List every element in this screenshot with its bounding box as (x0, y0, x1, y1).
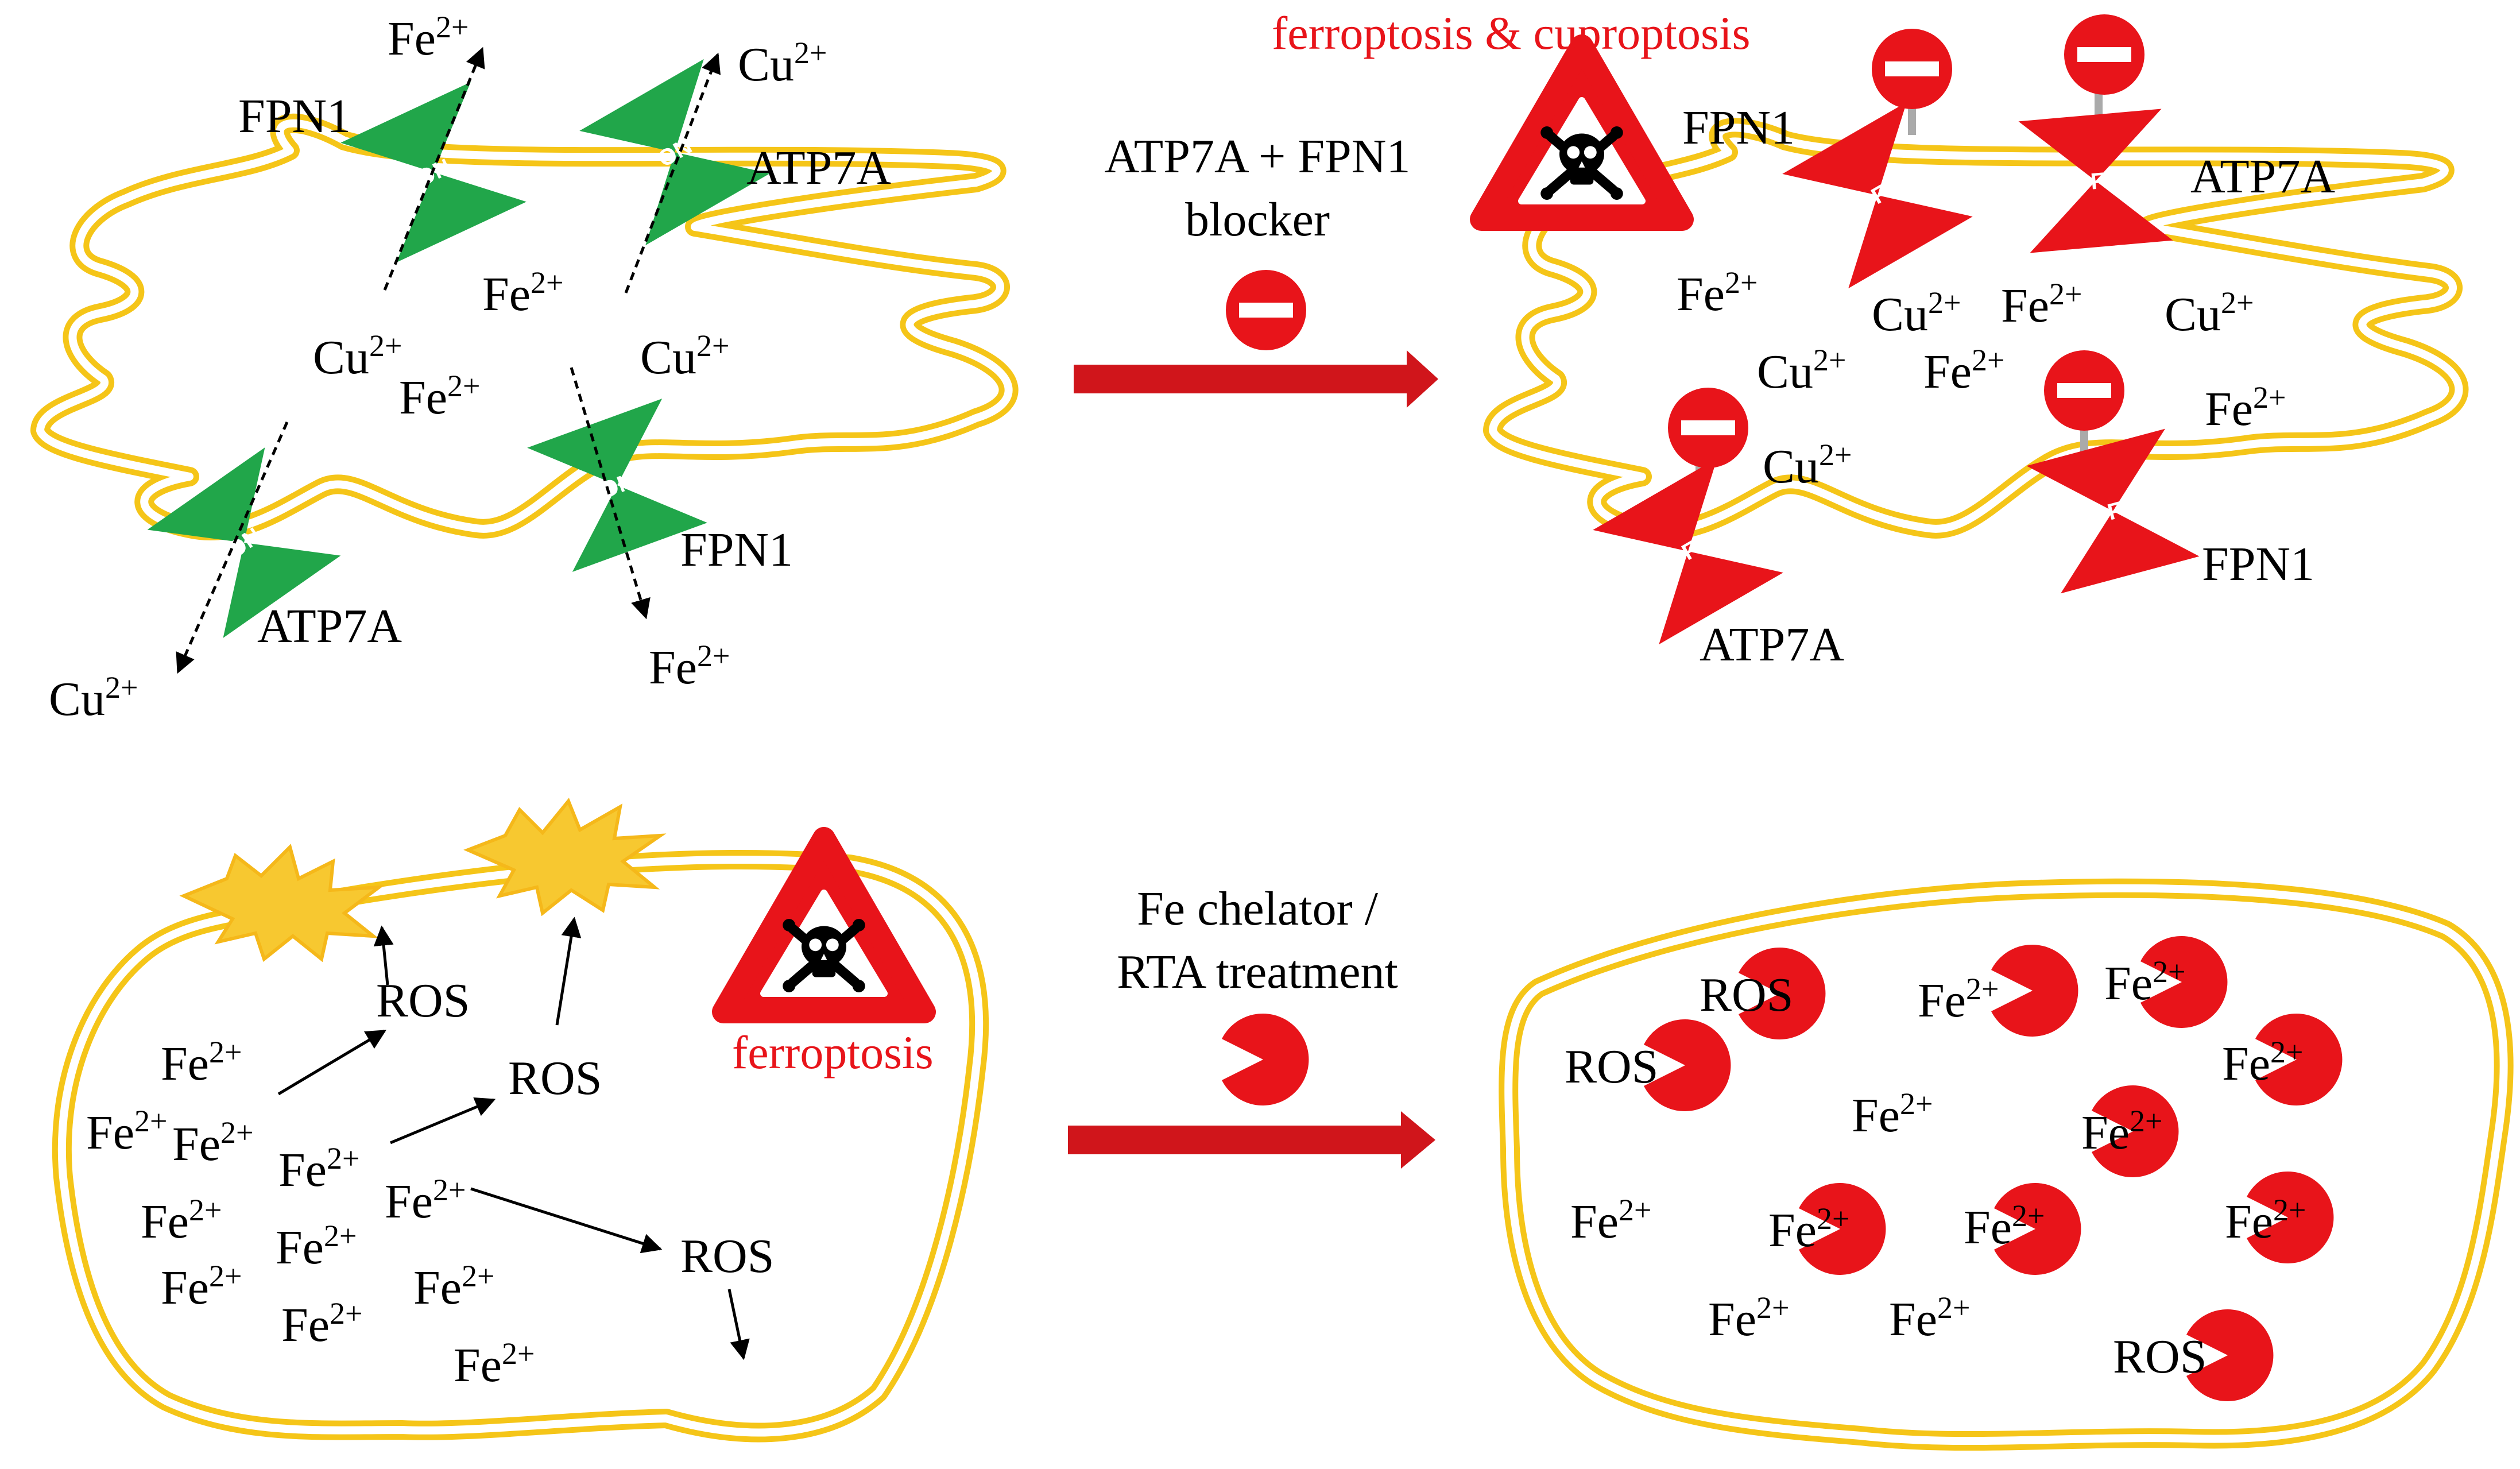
ros-d-1: ROS (1700, 968, 1793, 1022)
svg-text:Fe2+: Fe2+ (278, 1141, 359, 1197)
step-bottom: Fe chelator / RTA treatment (1068, 882, 1435, 1169)
pump-atp7a-blocked-bottom: OFF (1593, 388, 1783, 645)
lipid-peroxidation-burst-2 (463, 798, 667, 917)
label-fpn1-blocked-top: FPN1 (1682, 101, 1795, 154)
cell-membrane-a (30, 113, 1019, 540)
ion-cu-b-3: Cu2+ (1757, 343, 1847, 399)
svg-text:Fe2+: Fe2+ (161, 1259, 242, 1315)
svg-text:Fe2+: Fe2+ (1852, 1087, 1933, 1142)
label-atp7a-blocked-top: ATP7A (2190, 150, 2335, 203)
iron-pool-c: Fe2+ Fe2+ Fe2+ Fe2+ Fe2+ Fe2+ Fe2+ Fe2+ … (86, 1035, 535, 1392)
process-arrow-top (1074, 350, 1438, 408)
ion-cu-b-1: Cu2+ (1872, 285, 1961, 341)
cell-membrane-c (52, 850, 989, 1443)
iron-pool-d: Fe2+ Fe2+ Fe2+ Fe2+ Fe2+ Fe2+ Fe2+ Fe2+ … (1570, 954, 2306, 1346)
label-fpn1-blocked-bottom: FPN1 (2202, 538, 2314, 591)
svg-text:Fe2+: Fe2+ (1768, 1201, 1849, 1257)
ion-fe-b-4: Fe2+ (2205, 380, 2286, 436)
ion-fe-in-2: Fe2+ (399, 369, 480, 424)
step-bottom-line2: RTA treatment (1117, 945, 1398, 999)
panel-d: ROS ROS ROS Fe2+ Fe2+ Fe2+ Fe2+ Fe2+ Fe2… (1499, 878, 2514, 1451)
no-entry-icon (1226, 270, 1306, 350)
step-top: ATP7A + FPN1 blocker (1074, 130, 1438, 408)
process-arrow-bottom (1068, 1111, 1435, 1169)
panel-a: ON ON ON ON FPN1 ATP7A ATP7A FPN1 Fe2+ C… (30, 10, 1019, 726)
label-atp7a-top: ATP7A (746, 141, 891, 195)
label-ferroptosis: ferroptosis (732, 1026, 934, 1078)
panel-b-title: ferroptosis & cuproptosis (1272, 7, 1751, 59)
ros-d-3: ROS (2113, 1330, 2207, 1383)
ion-cu-out-top: Cu2+ (738, 36, 827, 91)
step-top-line2: blocker (1185, 193, 1330, 246)
transport-arrows-a (176, 47, 721, 674)
pump-atp7a-blocked-top: OFF (2018, 14, 2173, 253)
svg-text:Fe2+: Fe2+ (1570, 1193, 1651, 1248)
step-bottom-line1: Fe chelator / (1137, 882, 1378, 935)
ros-c-3: ROS (680, 1230, 774, 1283)
svg-text:Fe2+: Fe2+ (276, 1219, 357, 1274)
ion-fe-out-bottom: Fe2+ (649, 639, 730, 694)
svg-text:Fe2+: Fe2+ (172, 1115, 253, 1171)
svg-text:Fe2+: Fe2+ (2222, 1035, 2303, 1091)
svg-text:Fe2+: Fe2+ (1708, 1290, 1789, 1346)
svg-text:Fe2+: Fe2+ (86, 1104, 167, 1159)
svg-text:Fe2+: Fe2+ (281, 1296, 362, 1352)
panel-c: ferroptosis ROS ROS ROS Fe2+ Fe2+ Fe2+ F… (52, 798, 989, 1443)
ion-fe-b-3: Fe2+ (1923, 343, 2004, 399)
skull-warning-icon (1481, 46, 1682, 219)
lipid-peroxidation-burst-1 (179, 844, 385, 962)
svg-text:Fe2+: Fe2+ (413, 1259, 494, 1315)
ros-c-2: ROS (508, 1052, 602, 1105)
ion-cu-out-bottom: Cu2+ (49, 670, 138, 726)
ion-fe-out-top: Fe2+ (388, 10, 469, 65)
cell-membrane-b (1483, 118, 2469, 540)
svg-text:Fe2+: Fe2+ (454, 1336, 535, 1392)
svg-text:Fe2+: Fe2+ (161, 1035, 242, 1091)
label-atp7a-bottom: ATP7A (257, 600, 402, 653)
ros-arrows (277, 917, 750, 1360)
ion-fe-in-1: Fe2+ (482, 265, 563, 321)
ion-cu-in-2: Cu2+ (640, 328, 730, 384)
svg-text:Fe2+: Fe2+ (2081, 1104, 2162, 1159)
ion-fe-b-1: Fe2+ (1677, 265, 1758, 321)
ros-d-2: ROS (1565, 1040, 1658, 1093)
pacman-chelator-icon (1222, 1014, 1309, 1105)
label-atp7a-blocked-bottom: ATP7A (1700, 618, 1844, 671)
svg-text:Fe2+: Fe2+ (141, 1193, 222, 1248)
svg-text:OFF: OFF (2072, 167, 2120, 196)
ros-c-1: ROS (376, 974, 470, 1027)
ion-cu-b-2: Cu2+ (2165, 285, 2254, 341)
svg-text:Fe2+: Fe2+ (1964, 1199, 2045, 1254)
label-fpn1-top: FPN1 (238, 90, 351, 143)
svg-text:Fe2+: Fe2+ (2225, 1193, 2306, 1248)
panel-b: OFF OFF OFF OFF ferroptosis & cuproptosi… (1272, 7, 2469, 671)
ion-cu-in-1: Cu2+ (313, 328, 402, 384)
pump-fpn1-blocked-top: OFF (1782, 29, 1973, 289)
step-top-line1: ATP7A + FPN1 (1105, 130, 1411, 183)
svg-text:Fe2+: Fe2+ (1918, 972, 1999, 1027)
ion-fe-b-2: Fe2+ (2001, 277, 2082, 333)
label-fpn1-bottom: FPN1 (680, 523, 793, 577)
svg-text:Fe2+: Fe2+ (1889, 1290, 1970, 1346)
pump-fpn1-blocked-bottom: OFF (2026, 350, 2200, 594)
ion-cu-b-4: Cu2+ (1763, 438, 1852, 493)
svg-text:Fe2+: Fe2+ (385, 1173, 466, 1228)
cell-membrane-d (1499, 878, 2514, 1451)
svg-text:Fe2+: Fe2+ (2104, 954, 2185, 1010)
